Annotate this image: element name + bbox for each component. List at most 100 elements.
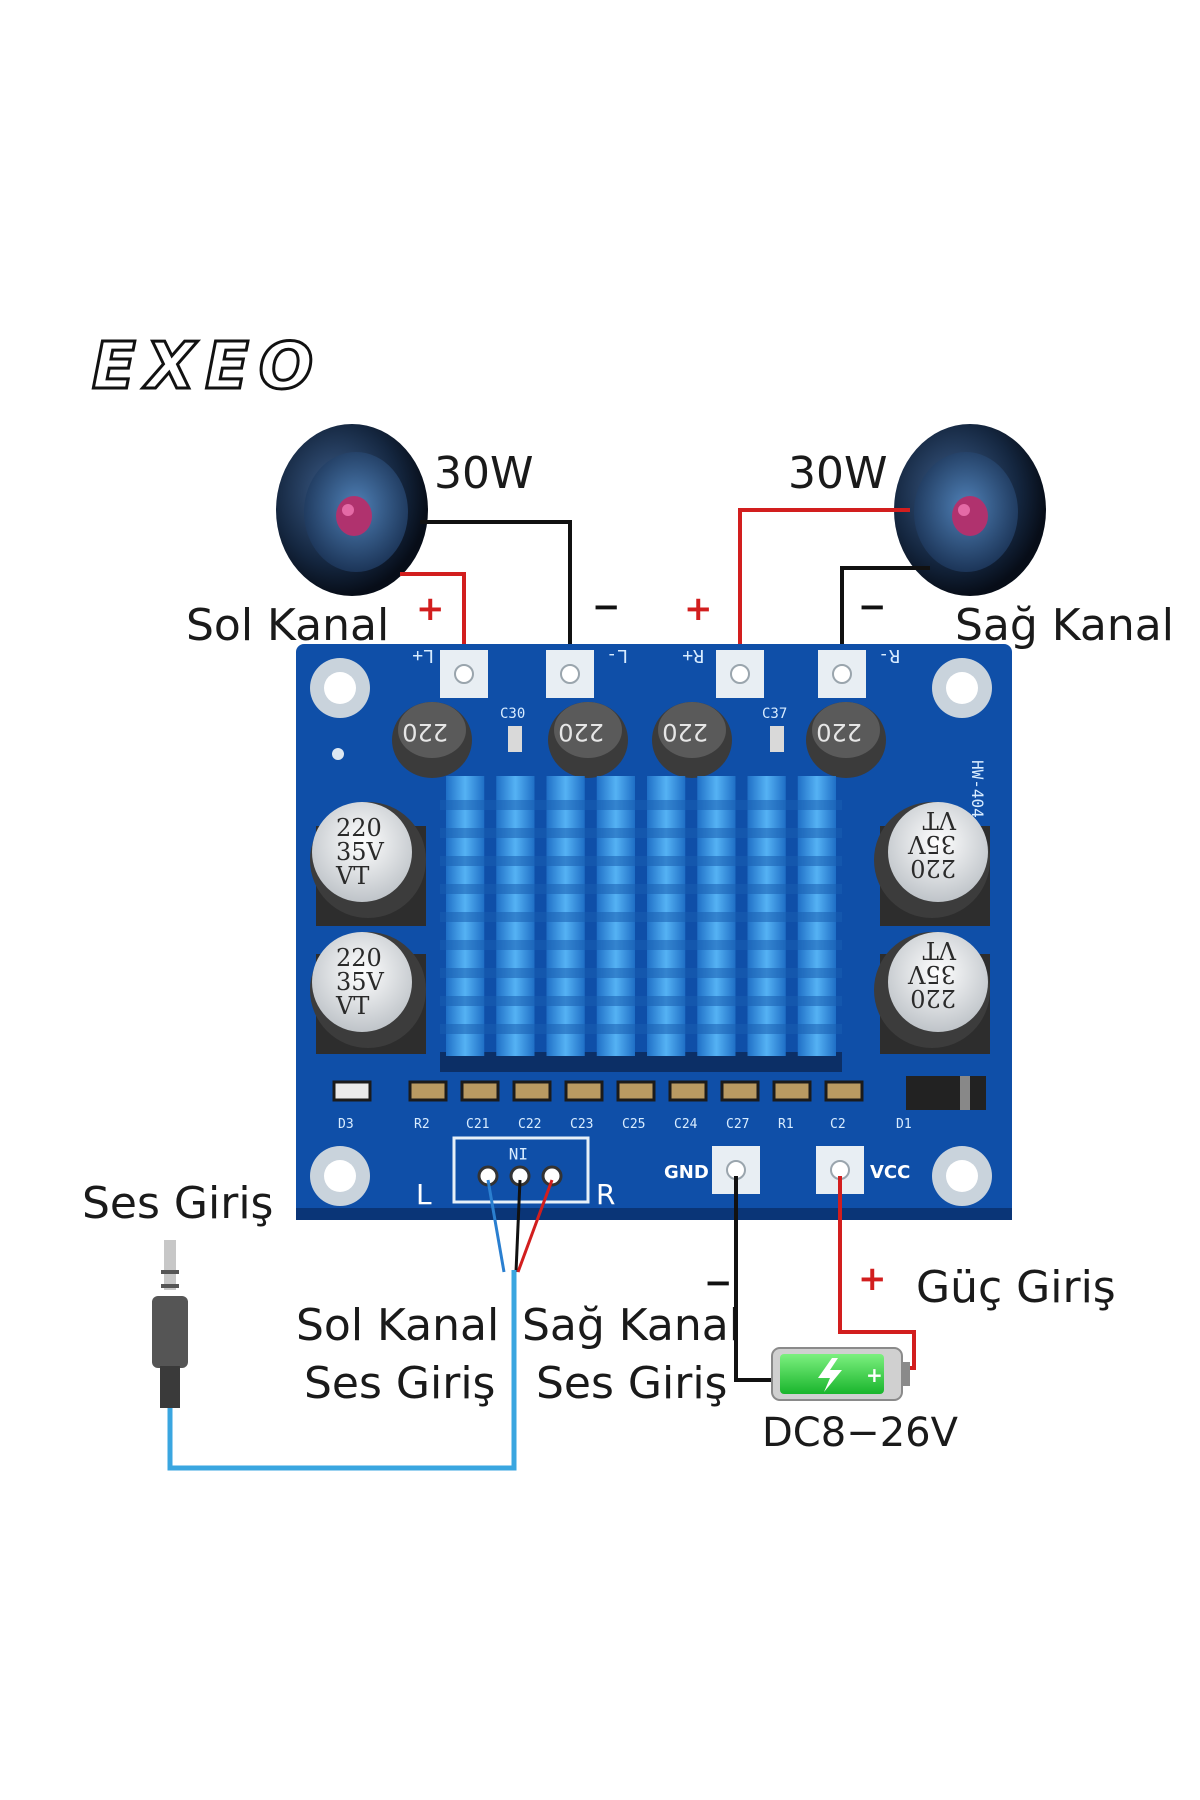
- speaker-wires: [400, 508, 930, 672]
- smd-ref-label: C27: [726, 1117, 749, 1132]
- smd-ref-label: C24: [674, 1117, 698, 1132]
- left-plus-sign: +: [416, 589, 445, 629]
- smd-ref-label: C23: [570, 1117, 593, 1132]
- board-model-label: HW-404: [968, 760, 987, 818]
- smd-component: [824, 1080, 864, 1102]
- right-minus-sign: −: [858, 587, 887, 627]
- right-power-label: 30W: [788, 448, 888, 499]
- input-header: [452, 1136, 590, 1204]
- smd-component: [720, 1080, 760, 1102]
- inductor-value-2: 220: [558, 718, 604, 746]
- brand-text: EXEO: [92, 330, 323, 404]
- smd-component: [332, 1080, 372, 1102]
- header-label-center: IN: [509, 1144, 528, 1163]
- smd-component: [460, 1080, 500, 1102]
- heatsink-rib: [440, 996, 842, 1006]
- cap2-value: 220: [336, 944, 382, 972]
- inductor-value-4: 220: [816, 718, 862, 746]
- smd-component-row: D3 R2 C21 C22 C23 C25 C24 C27 R1 C2 D1: [332, 1080, 912, 1132]
- smd-component: [772, 1080, 812, 1102]
- cap4-value: 220: [910, 984, 956, 1012]
- cap2-series: VT: [335, 992, 369, 1020]
- terminal-label-r-minus: R-: [878, 645, 900, 666]
- smd-component: [512, 1080, 552, 1102]
- left-channel-label: Sol Kanal: [186, 600, 389, 651]
- speaker-terminals: [440, 650, 866, 698]
- battery-plus-sign: +: [866, 1363, 883, 1387]
- gnd-label: GND: [664, 1162, 709, 1183]
- battery-icon: [771, 1347, 910, 1401]
- left-minus-sign: −: [592, 587, 621, 627]
- right-minus-wire: [840, 566, 930, 672]
- heatsink: [440, 776, 842, 1072]
- right-speaker-icon: [894, 424, 1046, 596]
- cap1-value: 220: [336, 814, 382, 842]
- smd-component: [408, 1080, 448, 1102]
- smd-component: [564, 1080, 604, 1102]
- smd-component: [668, 1080, 708, 1102]
- heatsink-rib: [440, 968, 842, 978]
- right-channel-label: Sağ Kanal: [955, 600, 1174, 651]
- brand-logo: EXEO: [91, 329, 323, 406]
- cap1-series: VT: [335, 862, 369, 890]
- power-input-title: Güç Giriş: [916, 1262, 1116, 1313]
- inductor-value-1: 220: [402, 718, 448, 746]
- right-input-line2: Ses Giriş: [536, 1358, 727, 1409]
- heatsink-rib: [440, 1024, 842, 1034]
- smd-ref-label: R1: [778, 1117, 794, 1132]
- audio-input-title: Ses Giriş: [82, 1178, 273, 1229]
- audio-jack-icon: [152, 1240, 188, 1408]
- inductors: [392, 702, 886, 778]
- smd-ref-label: C25: [622, 1117, 645, 1132]
- smd-ref-label: C2: [830, 1117, 846, 1132]
- cap-label-c30: C30: [500, 706, 525, 722]
- power-pads: [712, 1146, 864, 1194]
- heatsink-rib: [440, 800, 842, 810]
- heatsink-rib: [440, 828, 842, 838]
- smd-component: [616, 1080, 656, 1102]
- right-plus-wire: [738, 508, 910, 672]
- terminal-label-l-plus: L+: [412, 645, 434, 666]
- amplifier-board: L+ L- R+ R- 220 220 220 220 C30 C37 HW-4…: [296, 644, 1012, 1220]
- voltage-label: DC8−26V: [762, 1410, 959, 1456]
- smd-ref-label: C22: [518, 1117, 541, 1132]
- vcc-label: VCC: [870, 1162, 910, 1183]
- smd-ref-label: D1: [896, 1117, 912, 1132]
- header-label-r: R: [596, 1178, 615, 1211]
- power-plus-sign: +: [858, 1259, 887, 1299]
- smd-ref-label: R2: [414, 1117, 430, 1132]
- left-speaker-icon: [276, 424, 428, 596]
- left-power-label: 30W: [434, 448, 534, 499]
- cap4-voltage: 35V: [907, 960, 956, 988]
- power-minus-wire: [734, 1176, 776, 1382]
- left-plus-wire: [400, 572, 466, 672]
- heatsink-rib: [440, 884, 842, 894]
- cap-label-c37: C37: [762, 706, 787, 722]
- left-input-line1: Sol Kanal: [296, 1300, 499, 1351]
- cap4-series: VT: [923, 936, 957, 964]
- terminal-label-l-minus: L-: [606, 645, 628, 666]
- terminal-label-r-plus: R+: [682, 645, 704, 666]
- smd-ref-label: C21: [466, 1117, 489, 1132]
- inductor-value-3: 220: [662, 718, 708, 746]
- cap3-value: 220: [910, 854, 956, 882]
- right-plus-sign: +: [684, 589, 713, 629]
- cap3-voltage: 35V: [907, 830, 956, 858]
- audio-cable: [167, 1270, 517, 1471]
- smd-ref-label: D3: [338, 1117, 354, 1132]
- cap1-voltage: 35V: [336, 838, 385, 866]
- right-input-line1: Sağ Kanal: [522, 1300, 741, 1351]
- heatsink-rib: [440, 912, 842, 922]
- heatsink-rib: [440, 856, 842, 866]
- audio-input-wires: [486, 1179, 554, 1273]
- left-minus-wire: [420, 520, 572, 672]
- left-input-line2: Ses Giriş: [304, 1358, 495, 1409]
- cap3-series: VT: [923, 806, 957, 834]
- power-minus-sign: −: [704, 1263, 733, 1303]
- cap2-voltage: 35V: [336, 968, 385, 996]
- electrolytic-capacitors: [310, 802, 990, 1054]
- heatsink-rib: [440, 940, 842, 950]
- mounting-holes: [310, 658, 992, 1206]
- header-label-l: L: [416, 1178, 432, 1211]
